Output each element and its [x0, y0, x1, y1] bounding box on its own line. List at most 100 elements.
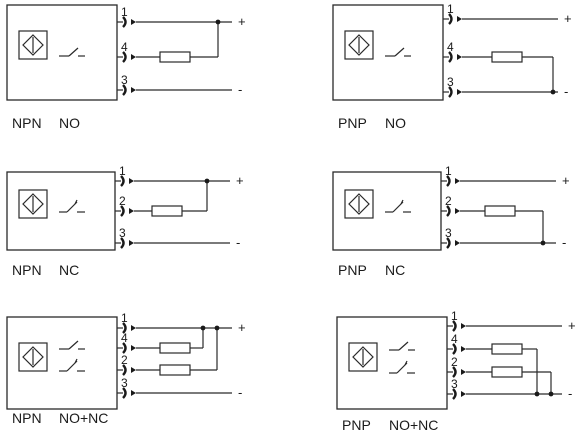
sensor-housing: [332, 4, 444, 101]
caption-mode: NC: [59, 262, 79, 278]
connector-arrow-icon: [461, 346, 466, 352]
connector-arrow-icon: [457, 54, 462, 60]
connector-icon: [122, 84, 127, 96]
pin-number-3: 3: [121, 73, 128, 87]
connector-icon: [122, 51, 127, 63]
caption-type: PNP: [342, 417, 371, 433]
sensor-diamond-icon: [348, 193, 370, 215]
sensor-diamond-icon: [22, 346, 44, 368]
connector-arrow-icon: [129, 208, 134, 214]
junction-dot: [200, 325, 206, 331]
connector-icon: [448, 51, 453, 63]
junction-dot: [548, 391, 554, 397]
connector-icon: [122, 387, 127, 399]
load-resistor: [159, 342, 191, 354]
connector-arrow-icon: [131, 87, 136, 93]
sensor-face-icon: [348, 342, 378, 372]
load-resistor: [484, 205, 516, 217]
polarity-plus: +: [562, 173, 570, 188]
load-resistor: [491, 51, 523, 63]
sensor-housing: [6, 316, 118, 410]
connector-arrow-icon: [131, 390, 136, 396]
connector-arrow-icon: [131, 325, 136, 331]
connector-icon: [452, 388, 457, 400]
connector-arrow-icon: [457, 89, 462, 95]
sensor-diamond-icon: [352, 346, 374, 368]
pin-number-4: 4: [451, 332, 458, 346]
sensor-housing: [6, 171, 116, 251]
polarity-minus: -: [236, 235, 240, 250]
connector-arrow-icon: [131, 367, 136, 373]
switch-no-icon: [68, 340, 79, 350]
connector-icon: [120, 237, 125, 249]
caption-mode: NO+NC: [59, 410, 108, 426]
pin-number-2: 2: [445, 194, 452, 208]
pin-number-3: 3: [119, 226, 126, 240]
connector-arrow-icon: [129, 178, 134, 184]
junction-dot: [540, 240, 546, 246]
pin-number-1: 1: [451, 309, 458, 323]
connector-icon: [122, 342, 127, 354]
sensor-housing: [336, 316, 448, 410]
connector-icon: [122, 322, 127, 334]
pin-number-1: 1: [121, 5, 128, 19]
polarity-plus: +: [238, 320, 246, 335]
connector-icon: [452, 320, 457, 332]
connector-arrow-icon: [457, 16, 462, 22]
load-resistor: [491, 366, 523, 378]
polarity-minus: -: [562, 235, 566, 250]
connector-icon: [120, 205, 125, 217]
connector-icon: [446, 237, 451, 249]
switch-nc-icon: [74, 358, 78, 364]
pin-number-2: 2: [451, 355, 458, 369]
connector-arrow-icon: [461, 369, 466, 375]
sensor-housing: [332, 171, 442, 251]
connector-icon: [448, 13, 453, 25]
connector-arrow-icon: [455, 240, 460, 246]
caption-mode: NC: [385, 262, 405, 278]
load-resistor: [159, 51, 191, 63]
switch-nc-icon: [400, 199, 404, 205]
polarity-plus: +: [238, 14, 246, 29]
load-resistor: [491, 343, 523, 355]
connector-icon: [122, 364, 127, 376]
caption-type: NPN: [12, 410, 42, 426]
connector-icon: [446, 175, 451, 187]
polarity-minus: -: [568, 386, 572, 401]
switch-nc-icon: [404, 360, 408, 366]
sensor-diamond-icon: [22, 193, 44, 215]
connector-icon: [122, 16, 127, 28]
pin-number-1: 1: [119, 164, 126, 178]
connector-icon: [448, 86, 453, 98]
connector-arrow-icon: [455, 178, 460, 184]
polarity-plus: +: [564, 11, 572, 26]
sensor-face-icon: [18, 189, 48, 219]
load-resistor: [151, 205, 183, 217]
junction-dot: [215, 19, 221, 25]
caption-type: PNP: [338, 115, 367, 131]
pin-number-4: 4: [447, 40, 454, 54]
connector-icon: [452, 366, 457, 378]
sensor-face-icon: [344, 189, 374, 219]
pin-number-4: 4: [121, 331, 128, 345]
polarity-minus: -: [238, 385, 242, 400]
polarity-minus: -: [564, 84, 568, 99]
pin-number-2: 2: [119, 194, 126, 208]
pin-number-1: 1: [447, 2, 454, 16]
junction-dot: [534, 391, 540, 397]
connector-arrow-icon: [461, 323, 466, 329]
pin-number-1: 1: [445, 164, 452, 178]
junction-dot: [214, 325, 220, 331]
connector-arrow-icon: [129, 240, 134, 246]
polarity-plus: +: [236, 173, 244, 188]
connector-arrow-icon: [461, 391, 466, 397]
pin-number-3: 3: [121, 376, 128, 390]
pin-number-1: 1: [121, 311, 128, 325]
caption-type: PNP: [338, 262, 367, 278]
